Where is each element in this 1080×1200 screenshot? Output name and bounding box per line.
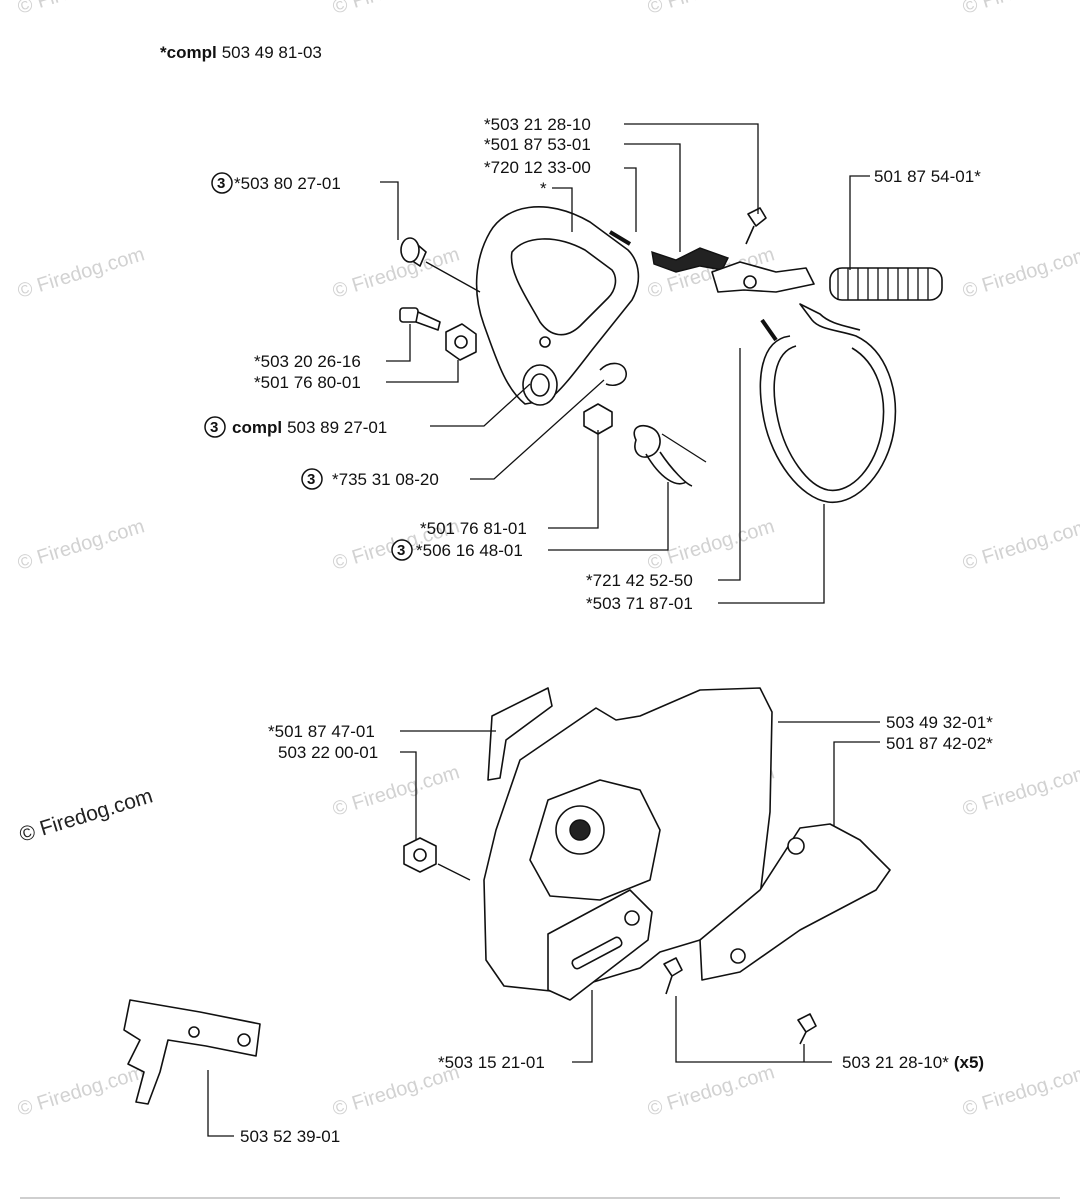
part-labels: 3 *503 80 27-01 *503 21 28-10 *501 87 53… (204, 115, 993, 1146)
part-label: 503 52 39-01 (240, 1127, 340, 1146)
watermark-dark: © Firedog.com (17, 784, 156, 846)
part-label: *503 20 26-16 (254, 352, 361, 371)
part-label: 503 89 27-01 (287, 418, 387, 437)
part-label: * (540, 179, 547, 198)
watermark: © Firedog.com (15, 1061, 147, 1120)
part-label: *501 87 53-01 (484, 135, 591, 154)
part-label: *501 76 81-01 (420, 519, 527, 538)
screw (399, 307, 419, 323)
washer (583, 403, 613, 435)
hand-guard-hole (539, 336, 551, 348)
circle-marker-number: 3 (217, 175, 225, 192)
part-label: *503 15 21-01 (438, 1053, 545, 1072)
compl-prefix: compl (232, 418, 282, 437)
circle-marker (301, 468, 323, 490)
brake-lever (651, 247, 729, 273)
part-label: 501 87 42-02* (886, 734, 993, 753)
brake-rod (711, 261, 815, 293)
part-label: *720 12 33-00 (484, 158, 591, 177)
watermark: © Firedog.com (330, 761, 462, 820)
watermark: © Firedog.com (960, 243, 1080, 302)
assembly-heading: *compl 503 49 81-03 (160, 43, 322, 62)
part-label: 503 21 28-10* (842, 1053, 949, 1072)
hand-guard-slot (510, 238, 617, 336)
watermark: © Firedog.com (960, 761, 1080, 820)
svg-text:503 21 28-10*(x5): 503 21 28-10* (x5) (842, 1053, 984, 1072)
watermark: © Firedog.com (330, 0, 462, 19)
cover-screw (797, 1013, 817, 1045)
sprocket-guard (699, 823, 891, 981)
circle-marker-number: 3 (210, 419, 218, 436)
part-label: *506 16 48-01 (416, 541, 523, 560)
part-label: 501 87 54-01* (874, 167, 981, 186)
part-label: *501 87 47-01 (268, 722, 375, 741)
quantity-note: (x5) (954, 1053, 984, 1072)
heading-number: 503 49 81-03 (222, 43, 322, 62)
guide-strip (487, 687, 553, 781)
watermark: © Firedog.com (960, 0, 1080, 19)
circle-marker (391, 539, 413, 561)
part-label: *501 76 80-01 (254, 373, 361, 392)
circlip (599, 362, 627, 387)
guard-pin-head (400, 237, 420, 263)
brake-screw (745, 207, 767, 245)
torsion-spring (633, 424, 693, 487)
part-label: *503 71 87-01 (586, 594, 693, 613)
circle-marker-number: 3 (397, 542, 405, 559)
hand-guard-bushing-inner (530, 373, 550, 397)
part-label: *735 31 08-20 (332, 470, 439, 489)
watermark: © Firedog.com (15, 515, 147, 574)
circle-marker-number: 3 (307, 471, 315, 488)
watermark: © Firedog.com (15, 0, 147, 19)
circle-marker (204, 416, 226, 438)
watermark: © Firedog.com (15, 243, 147, 302)
part-label: *503 21 28-10 (484, 115, 591, 134)
watermark: © Firedog.com (645, 515, 777, 574)
watermark: © Firedog.com (645, 1061, 777, 1120)
coil-spring (829, 267, 943, 301)
part-label: *721 42 52-50 (586, 571, 693, 590)
circle-marker (211, 172, 233, 194)
leader-lines (207, 123, 880, 1137)
watermark: © Firedog.com (645, 0, 777, 19)
part-label: 503 49 32-01* (886, 713, 993, 732)
watermark: © Firedog.com (330, 243, 462, 302)
watermark: © Firedog.com (960, 515, 1080, 574)
cover-screw (663, 957, 683, 995)
part-label: 503 22 00-01 (278, 743, 378, 762)
heading-prefix: *compl (160, 43, 217, 62)
screw-thread (415, 311, 441, 331)
part-label: *503 80 27-01 (234, 174, 341, 193)
clutch-cover-drawing (123, 687, 891, 1105)
chain-brake-drawing (399, 206, 943, 503)
bar-tool (123, 999, 261, 1105)
